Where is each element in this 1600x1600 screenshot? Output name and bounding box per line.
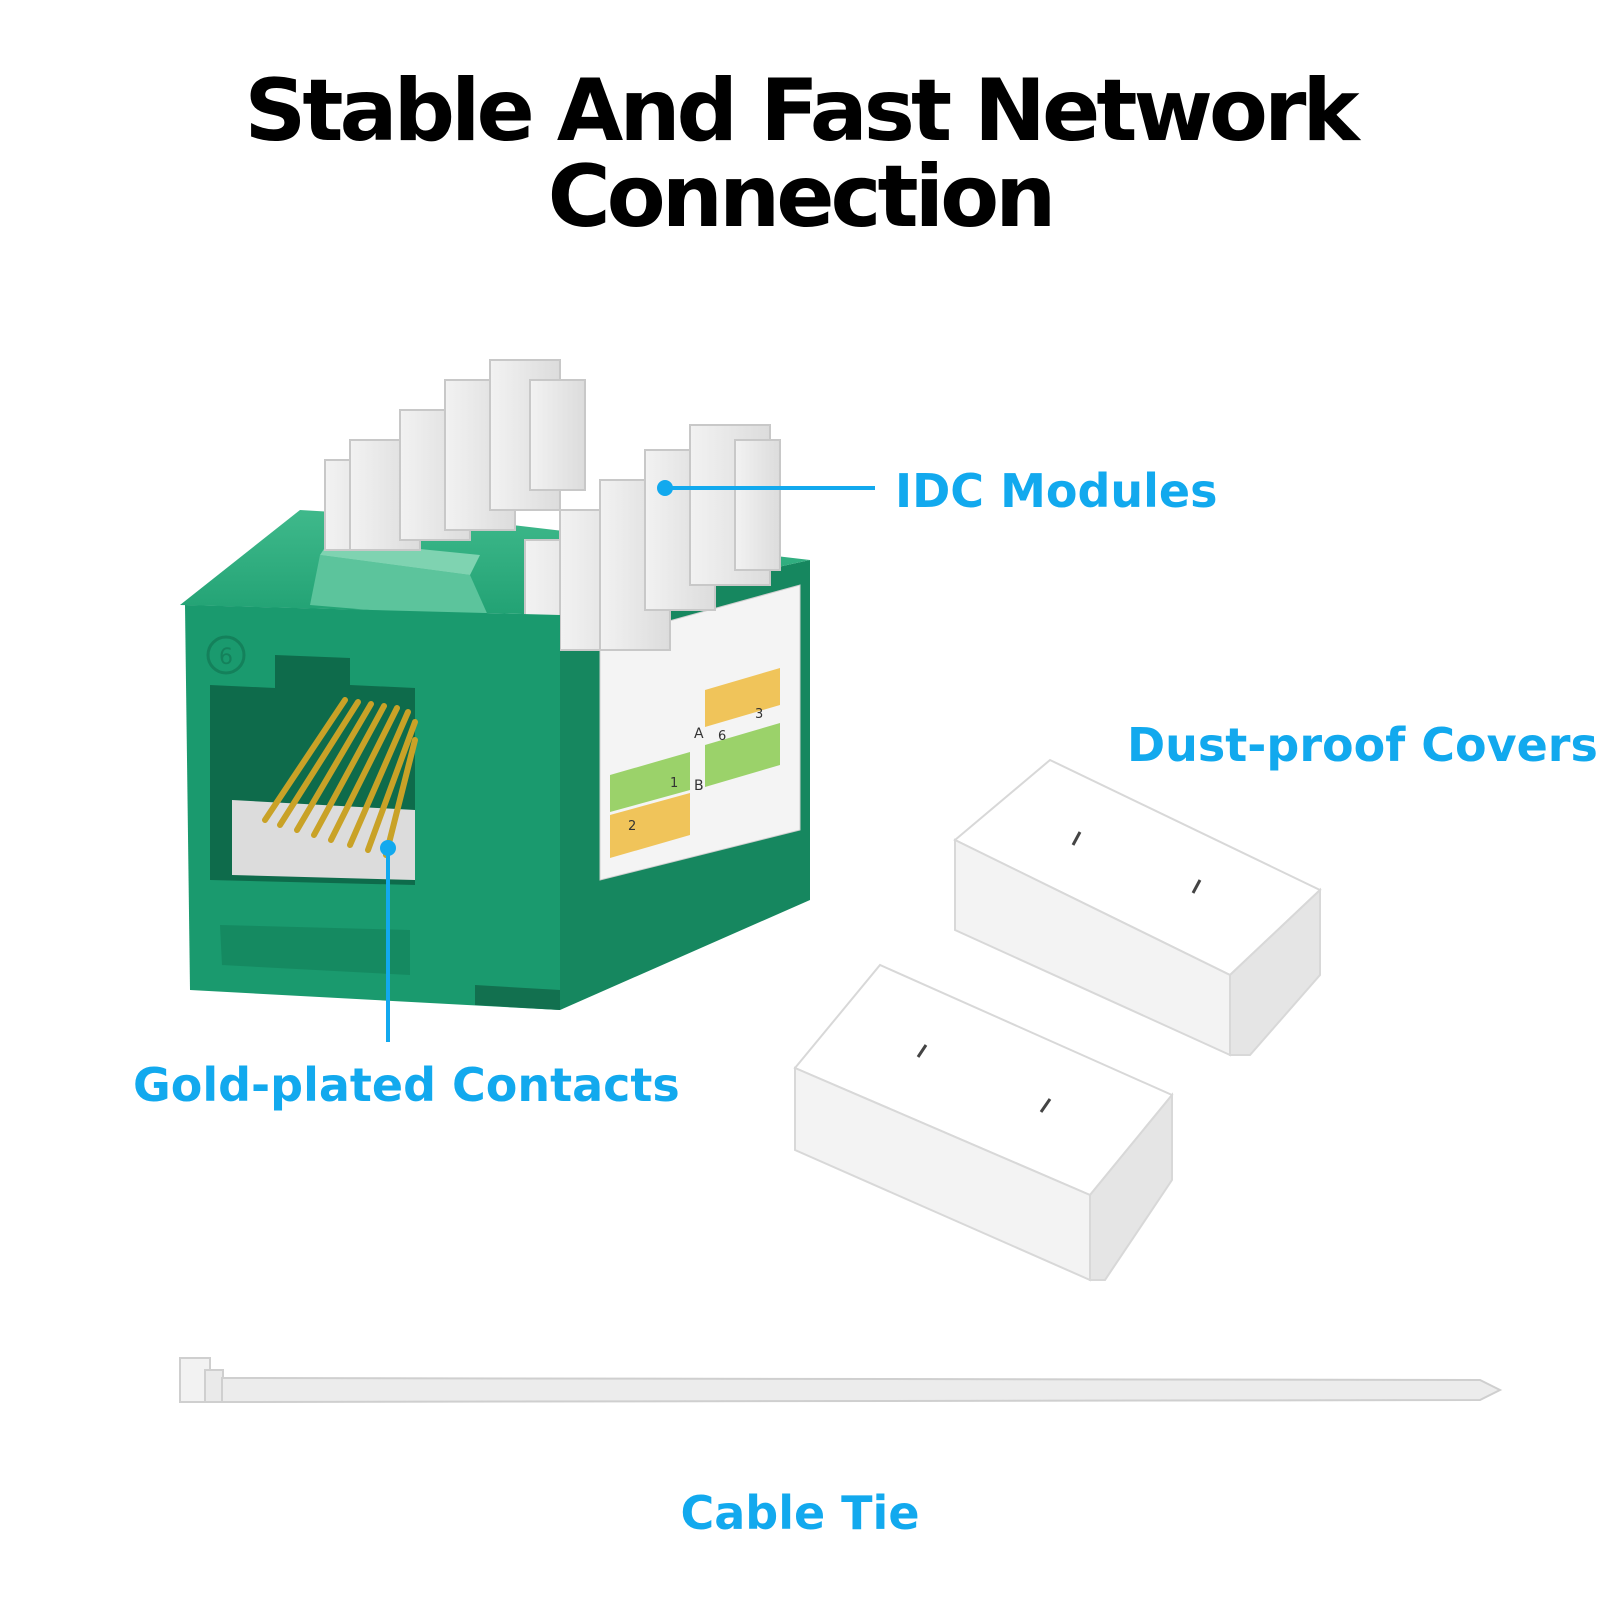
label-idc-modules: IDC Modules — [895, 464, 1218, 518]
pin-2-mark: 2 — [628, 819, 636, 834]
pin-1-mark: 1 — [670, 776, 678, 791]
row-b-mark: B — [694, 778, 704, 794]
label-cable-tie: Cable Tie — [680, 1486, 920, 1540]
pin-6-mark: 6 — [718, 729, 726, 744]
callout-lines — [380, 480, 875, 1042]
category-badge: 6 — [206, 635, 246, 675]
svg-text:6: 6 — [219, 645, 233, 670]
row-a-mark: A — [694, 726, 704, 742]
keystone-jack: A B 1 2 3 6 — [180, 359, 810, 1010]
wiring-labels — [610, 668, 780, 858]
pin-3-mark: 3 — [755, 707, 763, 722]
cable-tie — [179, 1357, 1503, 1404]
dust-cover-upper — [953, 758, 1322, 1057]
page-title: Stable And Fast Network Connection — [244, 61, 1359, 247]
dust-cover-lower — [793, 963, 1174, 1282]
label-gold-plated-contacts: Gold-plated Contacts — [133, 1058, 680, 1112]
gold-contacts — [262, 697, 418, 858]
label-dust-proof-covers: Dust-proof Covers — [1127, 718, 1598, 772]
